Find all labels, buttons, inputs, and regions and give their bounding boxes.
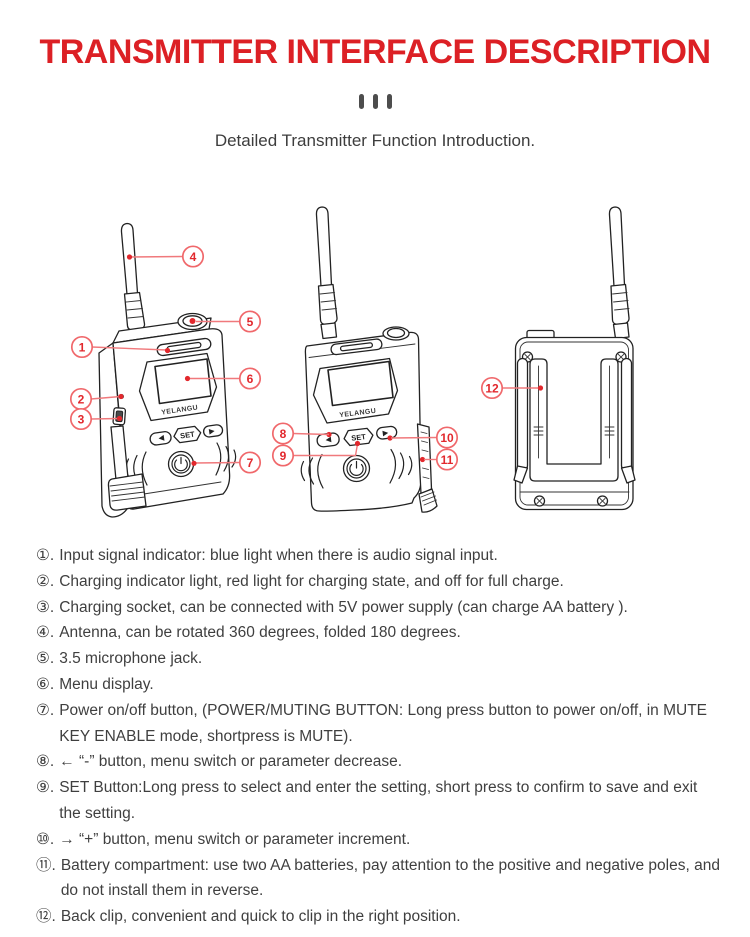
antenna bbox=[315, 206, 333, 288]
page-title: TRANSMITTER INTERFACE DESCRIPTION bbox=[39, 33, 711, 71]
set-button bbox=[343, 427, 374, 447]
callout-1: 1 bbox=[70, 335, 171, 359]
feature-text: 3.5 microphone jack. bbox=[59, 650, 203, 668]
feature-item: ⑨.SET Button:Long press to select and en… bbox=[36, 775, 722, 827]
svg-text:10: 10 bbox=[440, 431, 454, 445]
feature-item: ⑤.3.5 microphone jack. bbox=[36, 646, 722, 672]
signal-indicator-slot bbox=[330, 338, 383, 356]
brand-logo: YELANGU bbox=[339, 408, 377, 419]
device-front-view: YELANGU SET bbox=[300, 206, 438, 513]
left-arrow-icon bbox=[158, 434, 165, 441]
callout-9: 9 bbox=[271, 440, 361, 467]
svg-text:9: 9 bbox=[280, 449, 287, 463]
feature-number: ①. bbox=[36, 547, 55, 564]
feature-number: ⑥. bbox=[36, 675, 55, 693]
feature-item: ③.Charging socket, can be connected with… bbox=[36, 595, 722, 621]
feature-text: Power on/off button, (POWER/MUTING BUTTO… bbox=[59, 701, 708, 745]
feature-number: ⑨. bbox=[36, 779, 55, 797]
feature-text: Menu display. bbox=[59, 675, 154, 693]
feature-item: ⑥.Menu display. bbox=[36, 672, 722, 698]
svg-text:11: 11 bbox=[441, 453, 454, 467]
callout-5: 5 bbox=[196, 310, 262, 333]
screw-icon bbox=[521, 351, 627, 507]
antenna bbox=[608, 206, 626, 288]
svg-text:2: 2 bbox=[78, 392, 85, 406]
divider-bar-icon bbox=[386, 94, 392, 110]
feature-number: ⑫. bbox=[36, 908, 56, 926]
right-arrow-icon bbox=[208, 428, 215, 435]
svg-text:4: 4 bbox=[190, 250, 197, 264]
power-button bbox=[167, 450, 195, 478]
feature-number: ⑧. bbox=[36, 753, 55, 771]
page-subtitle: Detailed Transmitter Function Introducti… bbox=[214, 131, 536, 150]
speaker-waves-icon bbox=[215, 442, 237, 476]
callout-8: 8 bbox=[271, 422, 330, 445]
feature-text: Charging socket, can be connected with 5… bbox=[59, 598, 628, 616]
left-arrow-icon bbox=[325, 436, 332, 443]
feature-item: ②.Charging indicator light, red light fo… bbox=[36, 569, 722, 595]
callout-6: 6 bbox=[184, 367, 262, 390]
callout-11: 11 bbox=[424, 448, 459, 471]
svg-text:SET: SET bbox=[180, 429, 196, 440]
feature-text: Antenna, can be rotated 360 degrees, fol… bbox=[59, 624, 461, 642]
callout-12: 12 bbox=[480, 376, 544, 400]
feature-item: ④.Antenna, can be rotated 360 degrees, f… bbox=[36, 620, 722, 646]
feature-text: Charging indicator light, red light for … bbox=[59, 572, 564, 590]
svg-text:5: 5 bbox=[247, 315, 254, 329]
menu-display bbox=[327, 360, 394, 407]
speaker-waves-icon bbox=[389, 448, 413, 484]
svg-text:1: 1 bbox=[79, 340, 86, 354]
callout-2: 2 bbox=[69, 387, 124, 411]
right-arrow-icon bbox=[382, 430, 389, 437]
device-front-left-view: YELANGU SET bbox=[98, 222, 237, 518]
feature-text: Back clip, convenient and quick to clip … bbox=[60, 908, 461, 926]
feature-number: ④. bbox=[36, 624, 55, 642]
svg-text:7: 7 bbox=[247, 456, 254, 470]
feature-number: ⑪. bbox=[36, 856, 56, 874]
svg-text:SET: SET bbox=[351, 432, 367, 443]
divider-bar-icon bbox=[372, 94, 378, 110]
feature-number: ②. bbox=[36, 572, 55, 590]
feature-text: Input signal indicator: blue light when … bbox=[59, 547, 498, 564]
power-button bbox=[342, 454, 371, 483]
svg-text:3: 3 bbox=[78, 412, 85, 426]
feature-item: ⑪.Battery compartment: use two AA batter… bbox=[36, 853, 722, 905]
transmitter-diagram-svg: YELANGU SET bbox=[69, 206, 636, 518]
speaker-waves-icon bbox=[300, 453, 324, 489]
callout-7: 7 bbox=[191, 451, 262, 474]
svg-text:8: 8 bbox=[280, 427, 287, 441]
svg-text:6: 6 bbox=[247, 372, 254, 386]
feature-item: ⑫.Back clip, convenient and quick to cli… bbox=[36, 904, 722, 930]
callout-3: 3 bbox=[69, 407, 123, 431]
set-button bbox=[173, 425, 202, 444]
feature-text: ← “-” button, menu switch or parameter d… bbox=[59, 753, 403, 771]
feature-item: ⑩.→ “+” button, menu switch or parameter… bbox=[36, 827, 722, 853]
feature-number: ⑤. bbox=[36, 650, 55, 668]
feature-text: → “+” button, menu switch or parameter i… bbox=[59, 830, 411, 848]
button-row: SET bbox=[316, 425, 398, 448]
callout-10: 10 bbox=[390, 426, 459, 449]
callout-4: 4 bbox=[126, 245, 205, 268]
svg-text:12: 12 bbox=[485, 381, 499, 395]
feature-text: Battery compartment: use two AA batterie… bbox=[60, 856, 720, 900]
transmitter-diagram: YELANGU SET bbox=[0, 190, 750, 540]
section-divider-bars-icon bbox=[0, 93, 750, 111]
feature-item: ①.Input signal indicator: blue light whe… bbox=[36, 543, 722, 569]
divider-bar-icon bbox=[358, 94, 364, 110]
feature-list: ①.Input signal indicator: blue light whe… bbox=[36, 543, 722, 930]
feature-number: ③. bbox=[36, 598, 55, 616]
button-row: SET bbox=[149, 424, 224, 446]
feature-text: SET Button:Long press to select and ente… bbox=[59, 779, 698, 822]
feature-number: ⑦. bbox=[36, 701, 55, 719]
signal-indicator-slot bbox=[156, 337, 212, 357]
feature-item: ⑧.← “-” button, menu switch or parameter… bbox=[36, 749, 722, 775]
feature-item: ⑦.Power on/off button, (POWER/MUTING BUT… bbox=[36, 698, 722, 750]
device-back-view bbox=[513, 206, 636, 511]
menu-display bbox=[154, 358, 212, 405]
feature-number: ⑩. bbox=[36, 830, 55, 848]
